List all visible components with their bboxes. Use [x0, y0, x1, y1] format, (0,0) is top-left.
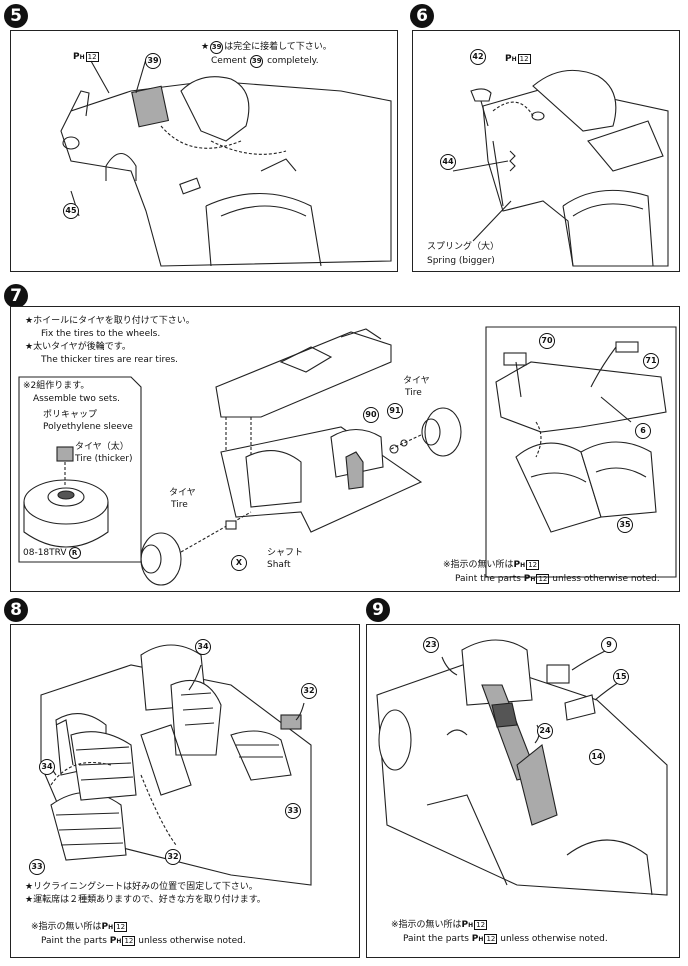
- poly-sleeve-jp: ポリキャップ: [43, 410, 98, 420]
- part-71-callout: 71: [643, 353, 659, 369]
- spring-label-jp: スプリング（大）: [427, 242, 500, 252]
- part-91-callout: 91: [387, 403, 403, 419]
- driver-seat-note-jp: ★運転席は２種類ありますので、好きな方を取り付けます。: [25, 895, 266, 905]
- front-tire-label-en: Tire: [171, 500, 188, 510]
- inset-note-jp: ※2組作ります。: [23, 381, 90, 391]
- step-number-8: 8: [4, 598, 28, 622]
- part-23-callout: 23: [423, 637, 439, 653]
- part-39-callout: 39: [145, 53, 161, 69]
- part-32-callout: 32: [301, 683, 317, 699]
- rear-tire-label-en: Tire: [405, 388, 422, 398]
- part-33-callout: 33: [29, 859, 45, 875]
- part-42-callout: 42: [470, 49, 486, 65]
- part-14-callout: 14: [589, 749, 605, 765]
- part-9-callout: 9: [601, 637, 617, 653]
- part-70-callout: 70: [539, 333, 555, 349]
- inset-note-en: Assemble two sets.: [33, 394, 121, 404]
- cement-note-en: Cement 39 completely.: [211, 55, 319, 68]
- part-15-callout: 15: [613, 669, 629, 685]
- tire-thick-jp: タイヤ（太）: [75, 442, 129, 452]
- step-9-drawing: [376, 639, 668, 896]
- part-90-callout: 90: [363, 407, 379, 423]
- tire-instruction-2-jp: ★太いタイヤが後輪です。: [25, 342, 131, 352]
- tire-instruction-1-jp: ★ホイールにタイヤを取り付けて下さい。: [25, 316, 195, 326]
- part-45-callout: 45: [63, 203, 79, 219]
- shaft-label-en: Shaft: [267, 560, 291, 570]
- rear-tire-label-jp: タイヤ: [403, 376, 430, 386]
- x-mark-callout: X: [231, 555, 247, 571]
- spring-label-en: Spring (bigger): [427, 256, 495, 266]
- step-number-9: 9: [366, 598, 390, 622]
- reclining-seat-note-jp: ★リクライニングシートは好みの位置で固定して下さい。: [25, 882, 258, 892]
- part-44-callout: 44: [440, 154, 456, 170]
- step-8-drawing: [40, 644, 312, 886]
- part-35-callout: 35: [617, 517, 633, 533]
- tire-instruction-2-en: The thicker tires are rear tires.: [41, 355, 179, 365]
- part-39-inline-en: 39: [250, 55, 264, 68]
- step-number-6: 6: [410, 4, 434, 28]
- step-7-panel: ★ホイールにタイヤを取り付けて下さい。 Fix the tires to the…: [10, 306, 680, 592]
- step-8-panel: 34 34 32 32 33 33 ★リクライニングシートは好みの位置で固定して…: [10, 624, 360, 958]
- part-32-callout: 32: [165, 849, 181, 865]
- part-24-callout: 24: [537, 723, 553, 739]
- shaft-label-jp: シャフト: [267, 548, 304, 558]
- part-6-callout: 6: [635, 423, 651, 439]
- step-number-7: 7: [4, 284, 28, 308]
- part-33-callout: 33: [285, 803, 301, 819]
- tire-thick-en: Tire (thicker): [75, 454, 133, 464]
- step-7-drawing: [18, 326, 677, 586]
- code-mark: R: [68, 547, 81, 559]
- step-6-drawing: [452, 69, 669, 267]
- tire-instruction-1-en: Fix the tires to the wheels.: [41, 329, 161, 339]
- step-number-5: 5: [4, 4, 28, 28]
- step-5-drawing: [60, 58, 392, 267]
- poly-sleeve-en: Polyethylene sleeve: [43, 422, 133, 432]
- part-39-inline: 39: [210, 41, 224, 54]
- front-tire-label-jp: タイヤ: [169, 488, 196, 498]
- part-34-callout: 34: [39, 759, 55, 775]
- part-34-callout: 34: [195, 639, 211, 655]
